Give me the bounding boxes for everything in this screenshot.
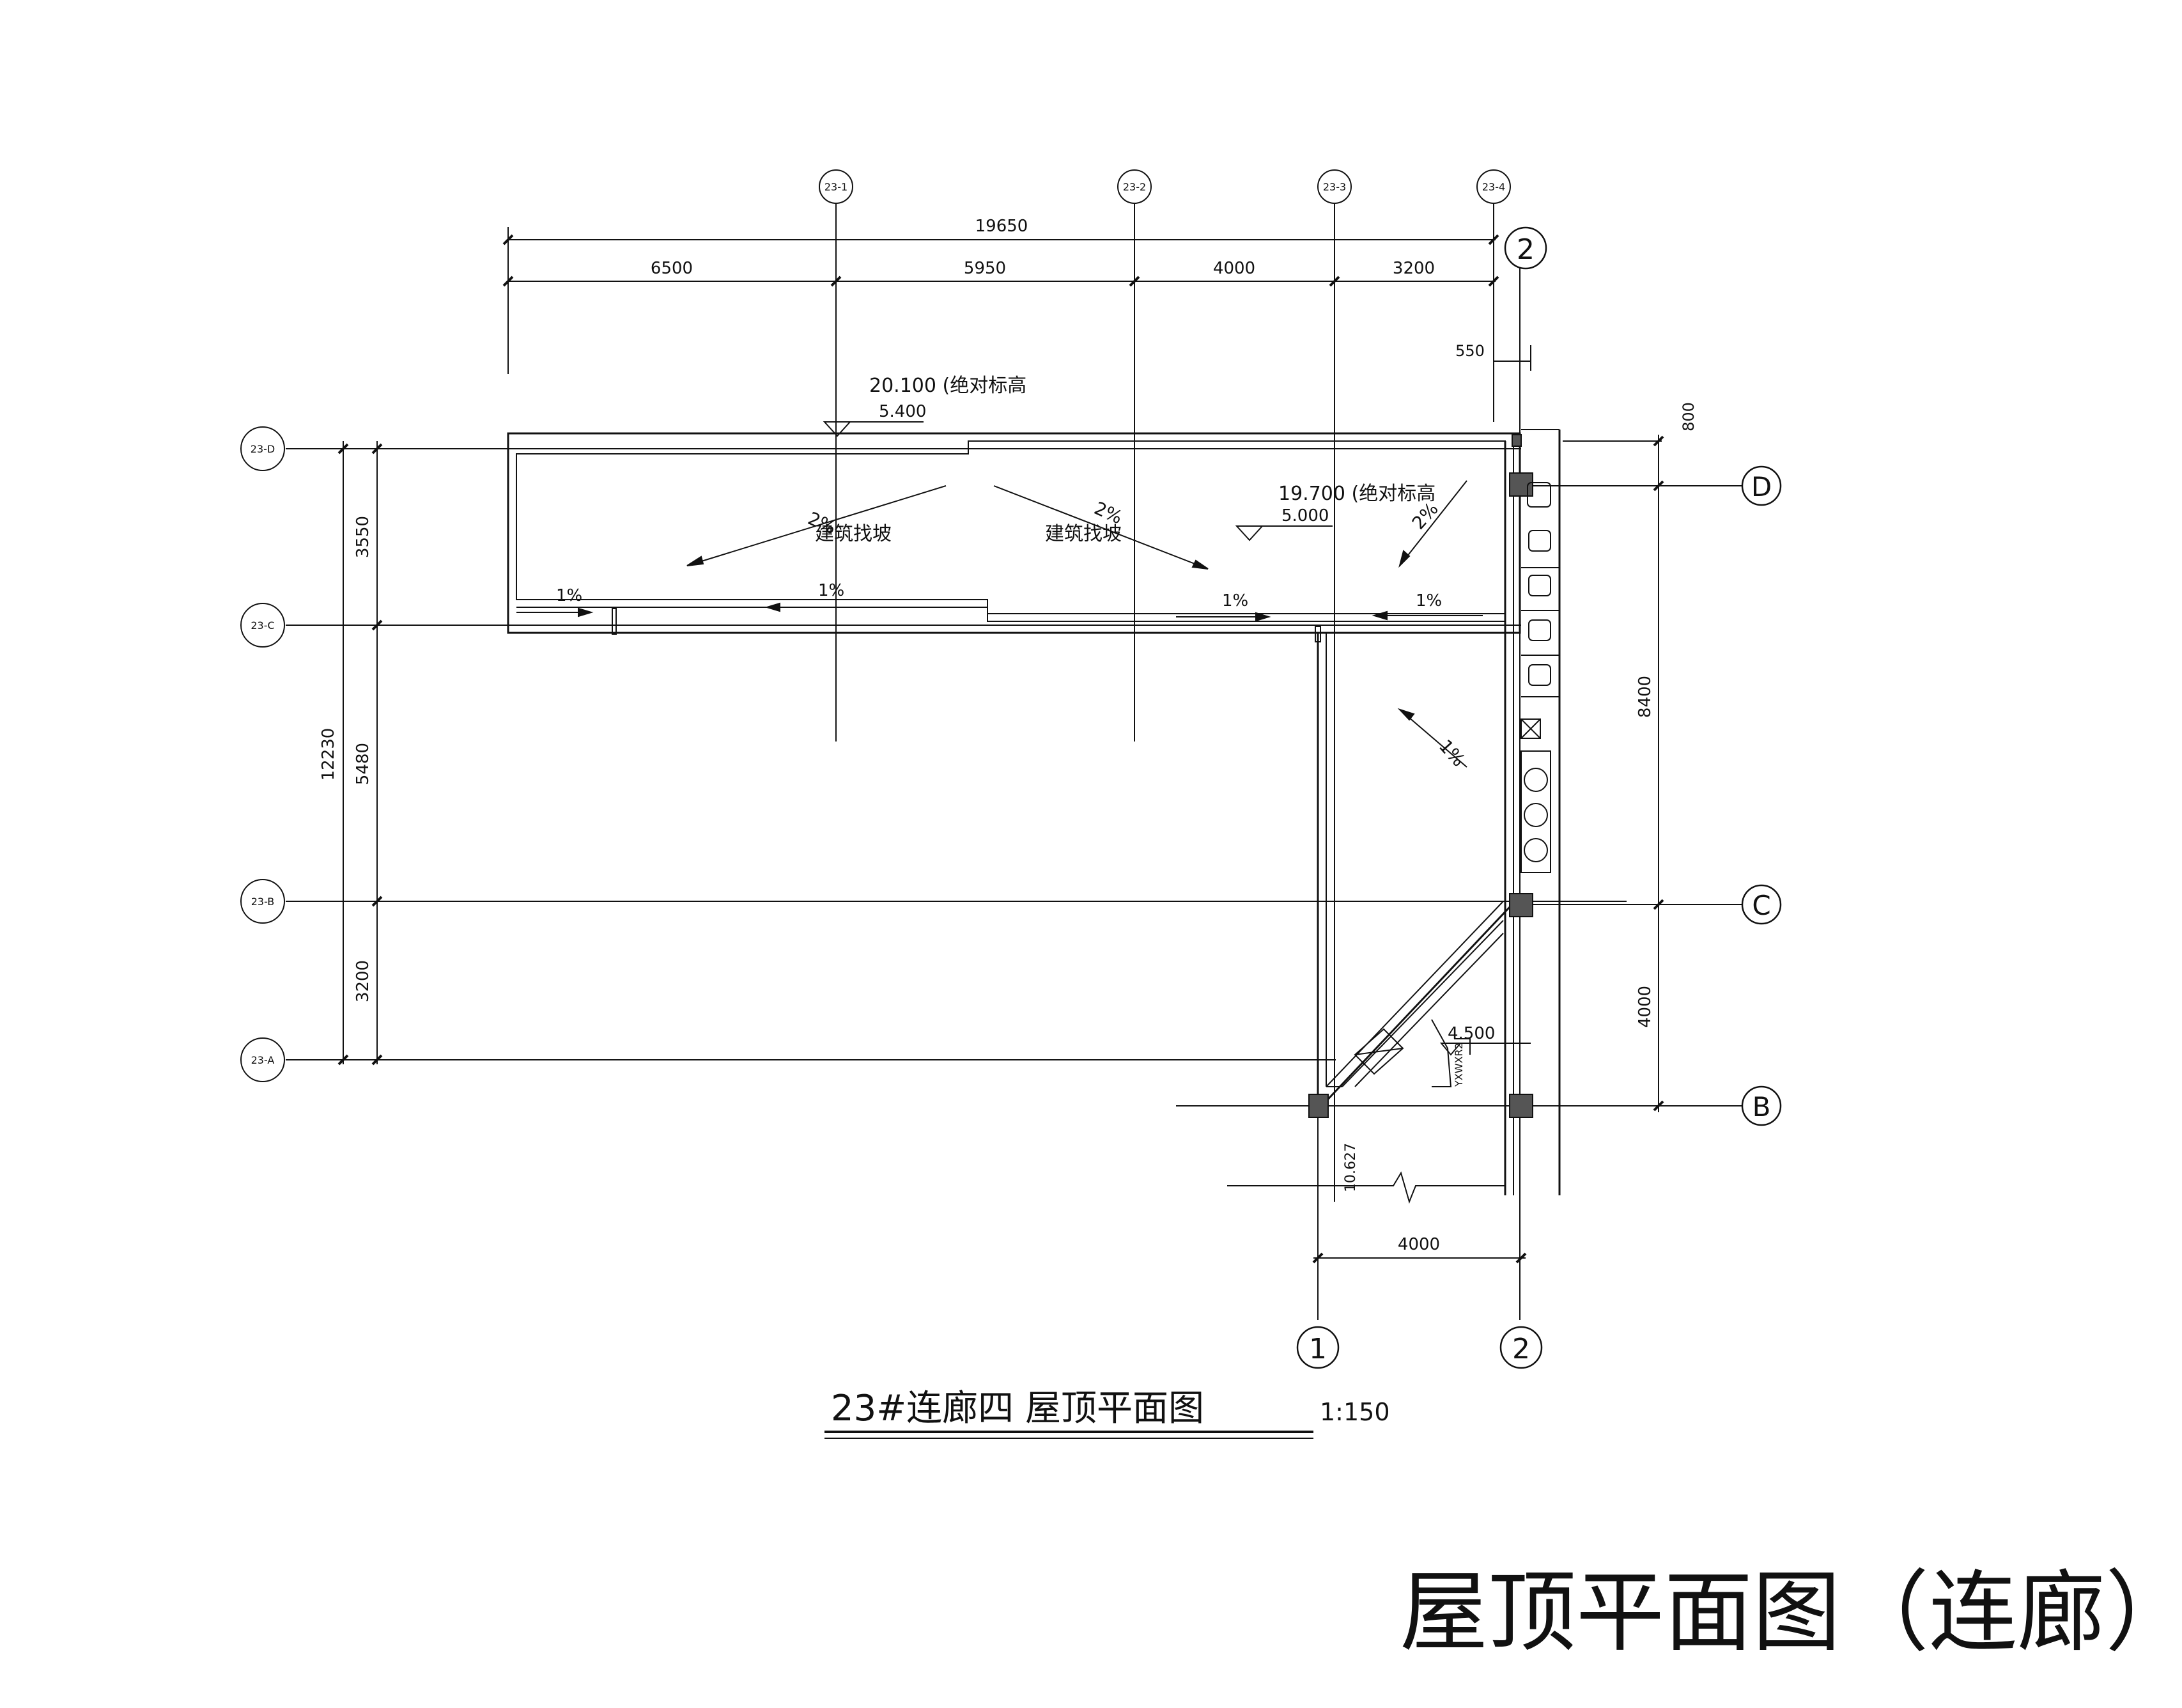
axis-bubble-D: D — [1741, 465, 1782, 506]
dimension-segment: 5480 — [353, 743, 373, 785]
top-axis-bubbles: 23-1 23-2 23-3 23-4 2 — [819, 169, 1547, 270]
axis-bubble-23-1: 23-1 — [819, 169, 853, 204]
axis-bubble-23-A: 23-A — [240, 1037, 285, 1082]
elevation-abs: 20.100 (绝对标高 — [869, 375, 1026, 397]
left-axis-bubbles: 23-D 23-C 23-B 23-A — [240, 426, 285, 1082]
slope-label: 1% — [818, 581, 844, 600]
axis-bubble-1: 1 — [1296, 1326, 1340, 1369]
axis-label: 1 — [1309, 1333, 1327, 1365]
axis-label: 23-D — [251, 443, 275, 455]
axis-bubble-23-3: 23-3 — [1317, 169, 1352, 204]
axis-label: 23-C — [251, 619, 274, 632]
dimension-segment: 3200 — [353, 960, 373, 1002]
axis-label: 23-A — [251, 1054, 275, 1066]
dimension-segment: 4000 — [1398, 1235, 1440, 1254]
axis-label: 23-3 — [1323, 181, 1346, 193]
drawing-title-block: 23#连廊四 屋顶平面图 1:150 — [824, 1388, 1390, 1439]
axis-bubble-2: 2 — [1499, 1326, 1543, 1369]
stair-note-label: YXWXR2 — [1453, 1043, 1465, 1087]
dimension-segment: 800 — [1680, 402, 1698, 431]
horizontal-grid-lines — [286, 440, 1743, 1106]
axis-bubble-23-C: 23-C — [240, 603, 285, 648]
vertical-grid-lines — [835, 203, 1520, 1320]
dimension-total-left: 12230 — [319, 728, 338, 781]
structural-columns — [1308, 434, 1533, 1118]
axis-bubble-23-B: 23-B — [240, 879, 285, 924]
axis-bubble-23-D: 23-D — [240, 426, 285, 471]
axis-label: 23-B — [251, 896, 275, 908]
page-title: 屋顶平面图（连廊） — [1400, 1561, 2182, 1664]
elevation-rel: 5.400 — [879, 402, 926, 421]
axis-bubble-B: B — [1741, 1085, 1782, 1126]
axis-label: 2 — [1517, 233, 1535, 266]
elevation-marker-3: 4.500 — [1439, 1024, 1531, 1056]
slope-note: 建筑找坡 — [815, 523, 892, 545]
axis-bubble-23-2: 23-2 — [1117, 169, 1152, 204]
axis-label: 23-1 — [824, 181, 847, 193]
dimension-segment: 5950 — [964, 259, 1006, 278]
right-axis-bubbles: D C B — [1741, 465, 1782, 1126]
corridor-roof-outline — [507, 432, 1521, 642]
dimension-segment: 6500 — [651, 259, 693, 278]
dimension-segment: 3200 — [1393, 259, 1435, 278]
elevation-rel: 4.500 — [1448, 1024, 1495, 1043]
dimension-total-top: 19650 — [975, 217, 1028, 236]
slope-label: 1% — [1222, 591, 1248, 610]
axis-bubble-C: C — [1741, 884, 1782, 925]
slope-note: 建筑找坡 — [1045, 523, 1122, 545]
axis-label: B — [1753, 1091, 1771, 1122]
dimension-segment: 3550 — [353, 516, 373, 558]
axis-label: 23-2 — [1123, 181, 1146, 193]
break-dimension-label: 10.627 — [1343, 1143, 1359, 1192]
drawing-scale: 1:150 — [1320, 1398, 1390, 1426]
elevation-marker-1: 20.100 (绝对标高 5.400 — [823, 375, 1026, 437]
bottom-axis-bubbles: 1 2 — [1296, 1326, 1543, 1369]
elevation-abs: 19.700 (绝对标高 — [1278, 483, 1435, 505]
axis-bubble-23-4: 23-4 — [1476, 169, 1511, 204]
elevation-marker-2: 19.700 (绝对标高 5.000 — [1235, 483, 1435, 541]
right-dimension-chain: 800 8400 4000 — [1636, 402, 1698, 1112]
slope-label: 1% — [1416, 591, 1442, 610]
dimension-offset: 550 — [1455, 342, 1485, 360]
dimension-segment: 4000 — [1636, 986, 1655, 1028]
elevation-rel: 5.000 — [1281, 506, 1329, 525]
dimension-segment: 4000 — [1213, 259, 1255, 278]
axis-label: 2 — [1512, 1333, 1530, 1365]
axis-label: 23-4 — [1482, 181, 1505, 193]
slope-arrows — [516, 480, 1483, 768]
left-dimension-chains: 12230 3550 5480 3200 — [319, 441, 383, 1066]
slope-text: 2% 2% 2% 1% 1% 1% 1% 1% 建筑找坡 建筑找坡 — [556, 497, 1469, 770]
elevation-markers: 20.100 (绝对标高 5.400 19.700 (绝对标高 5.000 4.… — [823, 375, 1531, 1056]
dimension-segment: 8400 — [1636, 676, 1655, 718]
bottom-dimension: 4000 — [1312, 1235, 1527, 1264]
top-dimension-chains: 19650 6500 5950 4000 3200 550 — [502, 217, 1531, 374]
axis-bubble-2-top: 2 — [1504, 226, 1547, 270]
axis-label: D — [1751, 471, 1772, 502]
axis-label: C — [1752, 890, 1770, 921]
washroom-fixtures — [1520, 482, 1559, 873]
slope-label: 1% — [556, 586, 582, 605]
wing-roof-outline — [1227, 429, 1561, 1204]
drawing-title: 23#连廊四 屋顶平面图 — [831, 1388, 1204, 1429]
